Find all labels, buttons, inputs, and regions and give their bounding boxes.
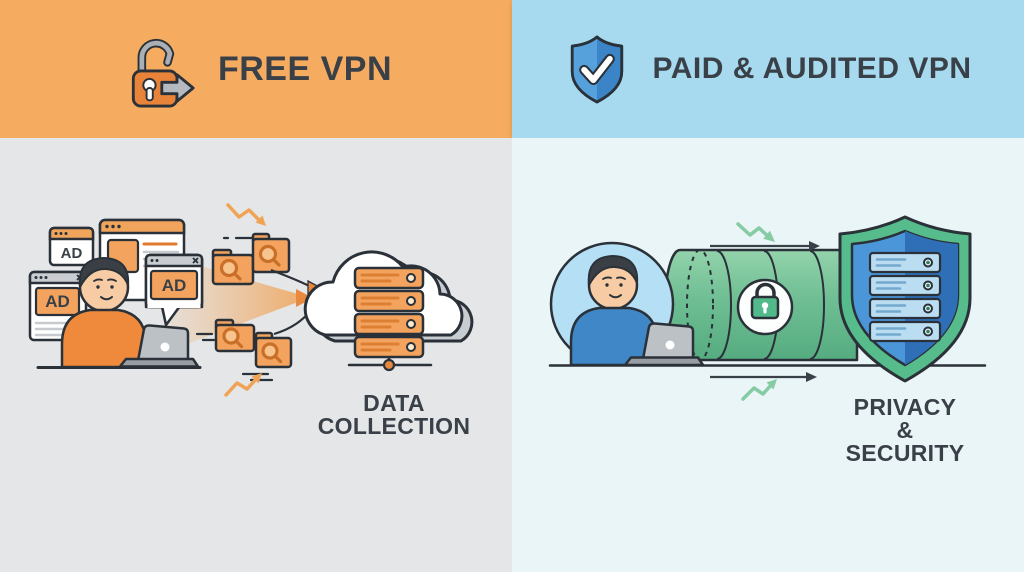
arrow-right-icon [710,372,817,382]
free-vpn-title: FREE VPN [217,49,393,88]
shield-server-icon [838,215,972,383]
person-free-vpn [60,257,156,369]
tunnel-ring [716,250,732,360]
padlock-icon [736,278,794,336]
ad-popup-small: AD [48,226,95,267]
zigzag-arrow-icon [736,222,775,242]
paid-audited-vpn-title: PAID & AUDITED VPN [652,52,972,85]
free-vpn-banner: FREE VPN [0,0,512,138]
caption-line: PRIVACY & [853,394,957,443]
folder-search-icon [211,248,255,286]
ad-label: AD [61,245,83,262]
folder-search-icons [211,232,293,369]
paid-audited-vpn-banner: PAID & AUDITED VPN [512,0,1024,138]
arrow-right-icon [710,241,820,251]
zigzag-arrow-icon [226,203,266,226]
close-icon [192,257,199,264]
server-stack-icon [347,266,433,372]
folder-search-icon [254,331,293,369]
free-vpn-scene: AD AD [28,203,474,397]
laptop [118,324,200,368]
zigzag-arrow-icon [224,373,262,397]
ad-popup-bubble: AD [144,253,204,327]
unlocked-padlock-arrow-icon [131,38,195,108]
cloud-server-icon [303,250,474,372]
folder-search-icon [251,232,291,274]
caption-line: SECURITY [845,440,965,466]
free-vpn-illustration: AD AD [0,138,512,572]
paid-vpn-scene [548,215,987,401]
paid-vpn-illustration: PRIVACY & SECURITY [512,138,1024,572]
hair [78,257,130,288]
ad-label: AD [162,276,187,295]
ad-label: AD [45,292,70,311]
folder-search-icon [214,318,256,353]
data-collection-label: DATA COLLECTION [318,392,471,438]
privacy-security-label: PRIVACY & SECURITY [846,396,965,465]
hair [587,255,639,286]
zigzag-arrow-icon [741,379,777,401]
server-stack-icon [868,251,942,343]
caption-line: DATA [363,390,425,416]
network-node [382,358,396,372]
shield-check-icon [571,35,624,104]
caption-line: COLLECTION [317,413,471,439]
laptop [623,322,705,367]
tunnel-ring [809,250,825,360]
